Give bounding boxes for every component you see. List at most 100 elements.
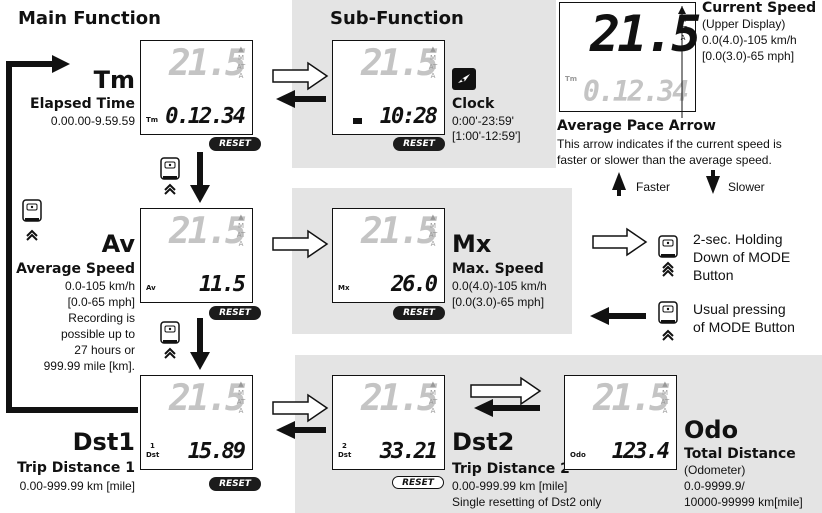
av-name: Average Speed bbox=[16, 261, 135, 277]
current-speed-lower-value: 0.12.34 bbox=[582, 75, 689, 108]
dst1-range: 0.00-999.99 km [mile] bbox=[19, 479, 135, 493]
upper-speed-digits: 21.5 bbox=[169, 211, 247, 252]
mode-button-icon bbox=[658, 301, 678, 324]
mx-title: Mx bbox=[452, 230, 492, 258]
upper-speed-digits: 21.5 bbox=[593, 378, 671, 419]
dst1-name: Trip Distance 1 bbox=[17, 460, 135, 476]
dst1-value: 15.89 bbox=[187, 439, 246, 464]
mark-a: A bbox=[238, 72, 244, 80]
chevron-up-icon bbox=[164, 348, 176, 359]
chevron-up-icon bbox=[26, 230, 38, 241]
av-range-1: 0.0-105 km/h bbox=[64, 279, 135, 293]
current-speed-range-1: 0.0(4.0)-105 km/h bbox=[702, 33, 797, 47]
sub-function-header: Sub-Function bbox=[330, 8, 464, 29]
odo-range-1: 0.0-9999.9/ bbox=[684, 479, 745, 493]
clock-range-2: [1:00'-12:59'] bbox=[452, 129, 521, 143]
tm-range: 0.00.00-9.59.59 bbox=[50, 114, 135, 128]
current-speed-range-2: [0.0(3.0)-65 mph] bbox=[702, 49, 795, 63]
clock-name: Clock bbox=[452, 96, 495, 112]
legend-hold-2: Down of MODE bbox=[693, 249, 791, 265]
mark-at: AT bbox=[236, 63, 246, 71]
legend-hold-1: 2-sec. Holding bbox=[693, 231, 783, 247]
chevron-up-icon bbox=[164, 184, 176, 195]
pace-arrow-desc-1: This arrow indicates if the current spee… bbox=[557, 137, 782, 151]
mx-reset-button[interactable]: RESET bbox=[393, 306, 445, 320]
pace-arrow-desc-2: faster or slower than the average speed. bbox=[557, 153, 772, 167]
hold-arrow-dst2-odo bbox=[470, 376, 542, 406]
clock-reset-button[interactable]: RESET bbox=[393, 137, 445, 151]
dst1-reset-button[interactable]: RESET bbox=[209, 477, 261, 491]
mx-range-1: 0.0(4.0)-105 km/h bbox=[452, 279, 547, 293]
av-range-2: [0.0-65 mph] bbox=[67, 295, 135, 309]
mode-button-icon bbox=[658, 235, 678, 258]
mark-m: M bbox=[237, 54, 245, 62]
mx-name: Max. Speed bbox=[452, 261, 544, 277]
legend-hold-arrow bbox=[592, 227, 648, 257]
upper-speed-digits: 21.5 bbox=[361, 43, 439, 84]
av-note-1: Recording is bbox=[68, 311, 135, 325]
av-note-3: 27 hours or bbox=[74, 343, 135, 357]
current-speed-unit: Tm bbox=[565, 75, 578, 83]
dst2-value: 33.21 bbox=[379, 439, 438, 464]
dst2-unit-number: 2 bbox=[342, 442, 347, 450]
return-arrow-dst2-dst1 bbox=[276, 421, 326, 439]
tm-unit: Tm bbox=[146, 116, 159, 124]
dst2-note: Single resetting of Dst2 only bbox=[452, 495, 602, 509]
main-function-header: Main Function bbox=[18, 8, 161, 29]
current-speed-title: Current Speed bbox=[702, 0, 817, 16]
odo-title: Odo bbox=[684, 416, 739, 444]
odo-unit: Odo bbox=[570, 451, 586, 459]
mode-button-icon bbox=[160, 321, 180, 344]
return-arrow-clock-tm bbox=[276, 90, 326, 108]
odo-range-2: 10000-99999 km[mile] bbox=[684, 495, 803, 509]
upper-speed-digits: 21.5 bbox=[361, 378, 439, 419]
hold-arrow-av-mx bbox=[272, 229, 329, 259]
clock-range-1: 0:00'-23:59' bbox=[452, 114, 514, 128]
tm-title: Tm bbox=[93, 66, 135, 94]
hold-arrow-dst1-dst2 bbox=[272, 393, 329, 423]
av-value: 11.5 bbox=[199, 272, 246, 297]
clock-icon bbox=[452, 68, 476, 90]
mx-unit: Mx bbox=[338, 284, 350, 292]
tm-value: 0.12.34 bbox=[165, 104, 246, 129]
av-note-4: 999.99 mile [km]. bbox=[43, 359, 135, 373]
down-arrow-tm-av bbox=[190, 152, 210, 203]
odo-name: Total Distance bbox=[684, 446, 796, 462]
upper-speed-digits: 21.5 bbox=[169, 43, 247, 84]
clock-value: 10:28 bbox=[379, 104, 438, 129]
mx-value: 26.0 bbox=[391, 272, 438, 297]
upper-speed-digits: 21.5 bbox=[361, 211, 439, 252]
current-speed-sub: (Upper Display) bbox=[702, 17, 786, 31]
faster-arrow-icon bbox=[612, 172, 626, 196]
dst1-unit: Dst bbox=[146, 451, 160, 459]
loop-arrow bbox=[6, 55, 138, 413]
dst2-title: Dst2 bbox=[452, 428, 515, 456]
tm-reset-button[interactable]: RESET bbox=[209, 137, 261, 151]
return-arrow-odo-dst2 bbox=[474, 399, 540, 417]
legend-usual-1: Usual pressing bbox=[693, 301, 786, 317]
dst2-name: Trip Distance 2 bbox=[452, 461, 570, 477]
clock-unit-icon bbox=[353, 118, 362, 124]
dst2-range: 0.00-999.99 km [mile] bbox=[452, 479, 568, 493]
dst1-unit-number: 1 bbox=[150, 442, 155, 450]
hold-arrow-tm-clock bbox=[272, 61, 329, 91]
chevron-up-icon bbox=[662, 262, 674, 277]
current-speed-digits: 21.5 bbox=[590, 5, 701, 63]
av-unit: Av bbox=[146, 284, 156, 292]
av-reset-button[interactable]: RESET bbox=[209, 306, 261, 320]
dst2-unit: Dst bbox=[338, 451, 352, 459]
mx-range-2: [0.0(3.0)-65 mph] bbox=[452, 295, 545, 309]
av-note-2: possible up to bbox=[60, 327, 135, 341]
dst2-reset-button[interactable]: RESET bbox=[392, 476, 444, 489]
